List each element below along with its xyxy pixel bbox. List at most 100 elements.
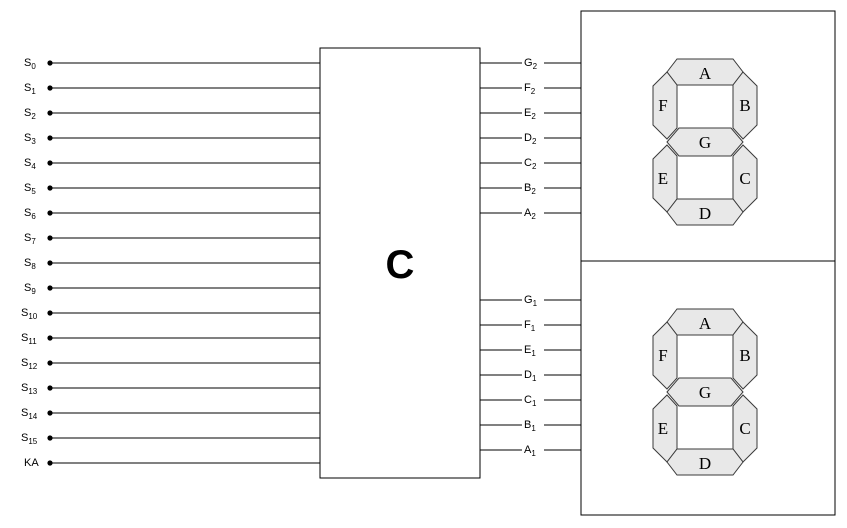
input-pin: S13	[21, 382, 320, 396]
input-terminal-dot	[47, 160, 53, 166]
segment-d: D	[666, 198, 744, 226]
output-label-bg	[522, 342, 544, 355]
output-label: D1	[524, 369, 537, 383]
segment-b: B	[732, 71, 758, 140]
segment-shape	[666, 448, 744, 476]
segment-label: G	[699, 133, 711, 152]
input-pin: S11	[21, 332, 320, 346]
segment-f: F	[652, 71, 678, 140]
input-terminal-dot	[47, 110, 53, 116]
segment-label: B	[739, 346, 750, 365]
segment-g: G	[666, 377, 744, 407]
input-pin: S1	[24, 82, 320, 96]
input-terminal-dot	[47, 260, 53, 266]
input-pin: S2	[24, 107, 320, 121]
output-label-bg	[522, 292, 544, 305]
input-pin: KA	[24, 457, 320, 469]
output-label: A1	[524, 444, 536, 458]
input-terminal-dot	[47, 410, 53, 416]
input-label: S9	[24, 282, 36, 296]
output-label: E1	[524, 344, 536, 358]
segment-label: C	[739, 419, 750, 438]
output-pin: F2	[480, 80, 581, 96]
input-pin: S14	[21, 407, 320, 421]
input-terminal-dot	[47, 85, 53, 91]
output-pin: E2	[480, 105, 581, 121]
segment-shape	[652, 71, 678, 140]
input-label: S11	[21, 332, 37, 346]
input-terminal-dot	[47, 335, 53, 341]
segment-label: A	[699, 314, 712, 333]
input-terminal-dot	[47, 60, 53, 66]
output-label: D2	[524, 132, 537, 146]
input-pin: S3	[24, 132, 320, 146]
decoder-block	[319, 47, 481, 479]
input-label: S5	[24, 182, 36, 196]
output-pin: D1	[480, 367, 581, 383]
segment-label: D	[699, 454, 711, 473]
input-pin: S7	[24, 232, 320, 246]
output-pin: F1	[480, 317, 581, 333]
output-pin: A2	[480, 205, 581, 221]
segment-d: D	[666, 448, 744, 476]
segment-label: A	[699, 64, 712, 83]
input-terminal-dot	[47, 460, 53, 466]
input-label: S2	[24, 107, 36, 121]
segment-b: B	[732, 321, 758, 390]
output-pin: G2	[480, 55, 581, 71]
input-terminal-dot	[47, 360, 53, 366]
output-label-bg	[522, 317, 544, 330]
segment-label: E	[658, 419, 668, 438]
output-label: B1	[524, 419, 536, 433]
segment-label: B	[739, 96, 750, 115]
input-label: S1	[24, 82, 36, 96]
output-label: A2	[524, 207, 536, 221]
input-terminal-dot	[47, 235, 53, 241]
decoder-block-label: C	[386, 243, 415, 287]
input-label: S6	[24, 207, 36, 221]
output-label-bg	[522, 105, 544, 118]
input-label: S3	[24, 132, 36, 146]
input-label: S10	[21, 307, 38, 321]
input-terminal-dot	[47, 385, 53, 391]
input-terminal-dot	[47, 435, 53, 441]
input-label: S13	[21, 382, 38, 396]
output-label: E2	[524, 107, 536, 121]
segment-label: F	[658, 346, 667, 365]
output-label: G2	[524, 57, 538, 71]
segment-c: C	[732, 144, 758, 213]
input-label: S0	[24, 57, 36, 71]
input-terminal-dot	[47, 285, 53, 291]
input-pin: S8	[24, 257, 320, 271]
input-label: S14	[21, 407, 38, 421]
segment-c: C	[732, 394, 758, 463]
input-terminal-dot	[47, 185, 53, 191]
input-label: S7	[24, 232, 36, 246]
output-label: F1	[524, 319, 536, 333]
output-label-bg	[522, 367, 544, 380]
input-terminal-dot	[47, 310, 53, 316]
segment-label: F	[658, 96, 667, 115]
segment-shape	[732, 71, 758, 140]
input-label: S8	[24, 257, 36, 271]
output-pin: G1	[480, 292, 581, 308]
output-label-bg	[522, 180, 544, 193]
output-label-bg	[522, 417, 544, 430]
segment-shape	[652, 321, 678, 390]
output-pin: B2	[480, 180, 581, 196]
input-pin: S5	[24, 182, 320, 196]
input-label: S12	[21, 357, 38, 371]
output-label: G1	[524, 294, 538, 308]
input-terminal-dot	[47, 210, 53, 216]
segment-shape	[732, 321, 758, 390]
segment-f: F	[652, 321, 678, 390]
input-terminal-dot	[47, 135, 53, 141]
output-label: C1	[524, 394, 537, 408]
input-pin: S10	[21, 307, 320, 321]
output-label: C2	[524, 157, 537, 171]
input-pin: S9	[24, 282, 320, 296]
output-pin: D2	[480, 130, 581, 146]
